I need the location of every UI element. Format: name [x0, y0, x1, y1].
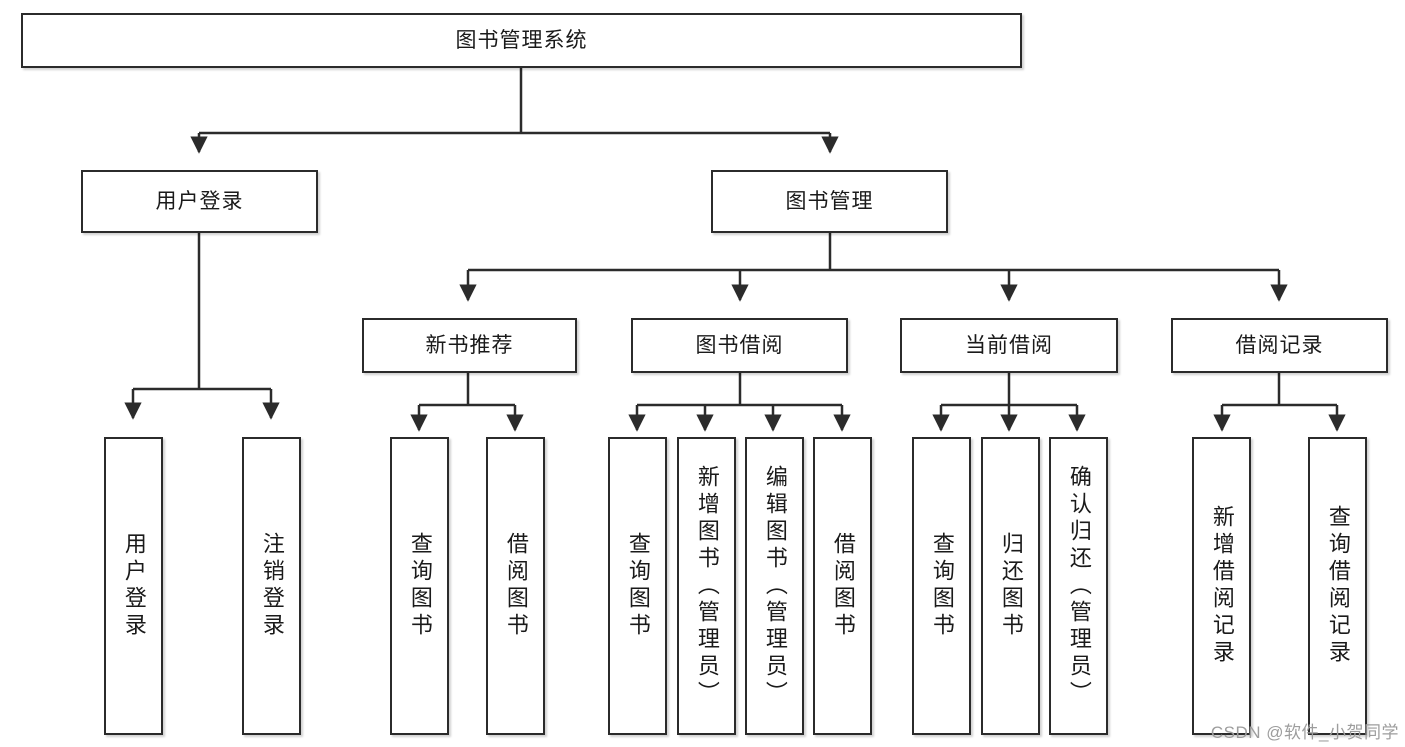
node-label: 查询图书	[625, 532, 651, 640]
leaf-borrow-book-recommend: 借阅图书	[486, 437, 545, 735]
leaf-query-borrow-record: 查询借阅记录	[1308, 437, 1367, 735]
node-borrow-record: 借阅记录	[1171, 318, 1388, 373]
node-label: 借阅图书	[830, 532, 856, 640]
node-label: 新增借阅记录	[1209, 505, 1235, 667]
node-label: 借阅记录	[1235, 333, 1324, 357]
node-label: 新增图书（管理员）	[694, 464, 720, 708]
node-label: 查询图书	[929, 532, 955, 640]
node-label: 图书借阅	[695, 333, 784, 357]
leaf-add-borrow-record: 新增借阅记录	[1192, 437, 1251, 735]
node-label: 编辑图书（管理员）	[762, 464, 788, 708]
node-label: 归还图书	[998, 532, 1024, 640]
leaf-query-book-current: 查询图书	[912, 437, 971, 735]
node-label: 新书推荐	[425, 333, 514, 357]
node-new-book-recommend: 新书推荐	[362, 318, 577, 373]
node-label: 确认归还（管理员）	[1066, 464, 1092, 708]
leaf-add-book-admin: 新增图书（管理员）	[677, 437, 736, 735]
node-label: 用户登录	[121, 532, 147, 640]
leaf-query-book-recommend: 查询图书	[390, 437, 449, 735]
leaf-return-book: 归还图书	[981, 437, 1040, 735]
node-label: 当前借阅	[965, 333, 1053, 357]
leaf-borrow-book: 借阅图书	[813, 437, 872, 735]
node-label: 图书管理	[785, 189, 874, 213]
leaf-confirm-return-admin: 确认归还（管理员）	[1049, 437, 1108, 735]
csdn-watermark: CSDN @软件_小贺同学	[1210, 723, 1399, 742]
leaf-user-login: 用户登录	[104, 437, 163, 735]
leaf-logout: 注销登录	[242, 437, 301, 735]
node-label: 查询图书	[407, 532, 433, 640]
node-label: 查询借阅记录	[1325, 505, 1351, 667]
node-root: 图书管理系统	[21, 13, 1022, 68]
leaf-edit-book-admin: 编辑图书（管理员）	[745, 437, 804, 735]
node-current-borrow: 当前借阅	[900, 318, 1118, 373]
node-book-borrow: 图书借阅	[631, 318, 848, 373]
node-label: 用户登录	[155, 189, 244, 213]
node-book-management: 图书管理	[711, 170, 948, 233]
node-label: 注销登录	[259, 532, 285, 640]
leaf-query-book-borrow: 查询图书	[608, 437, 667, 735]
node-user-login: 用户登录	[81, 170, 318, 233]
node-label: 借阅图书	[503, 532, 529, 640]
node-label: 图书管理系统	[455, 28, 588, 52]
